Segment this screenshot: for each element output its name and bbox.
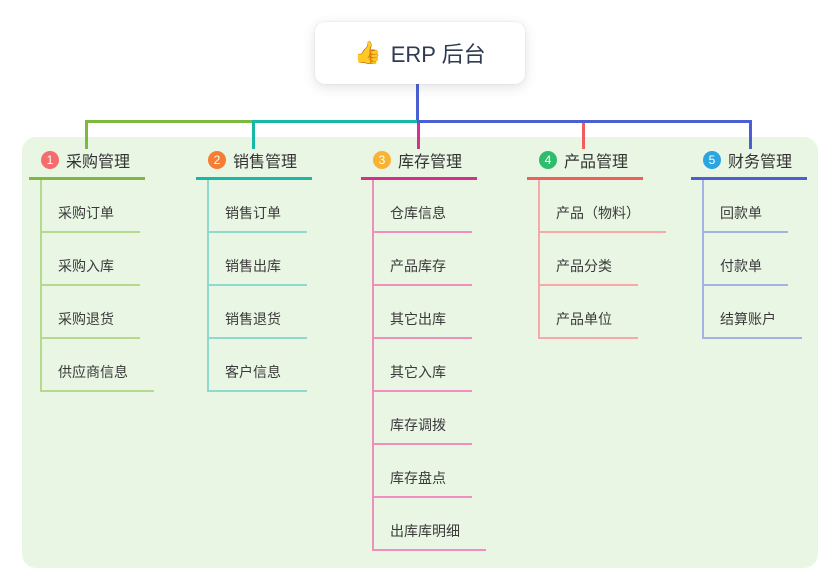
child-node[interactable]: 出库库明细 <box>374 498 486 551</box>
connector-drop-5 <box>749 120 752 149</box>
child-node[interactable]: 产品（物料） <box>540 180 666 233</box>
branch-children: 产品（物料）产品分类产品单位 <box>538 180 666 339</box>
branch-node-5[interactable]: 5 财务管理 <box>691 147 807 180</box>
branch-column-2: 2 销售管理销售订单销售出库销售退货客户信息 <box>196 147 326 392</box>
child-node[interactable]: 结算账户 <box>704 286 802 339</box>
thumbs-up-icon: 👍 <box>354 40 382 65</box>
child-node[interactable]: 产品单位 <box>540 286 638 339</box>
child-node[interactable]: 付款单 <box>704 233 788 286</box>
branch-children: 销售订单销售出库销售退货客户信息 <box>207 180 307 392</box>
connector-drop-2 <box>252 120 255 149</box>
child-node[interactable]: 采购入库 <box>42 233 140 286</box>
branch-children: 采购订单采购入库采购退货供应商信息 <box>40 180 154 392</box>
root-label: ERP 后台 <box>390 42 486 67</box>
child-node[interactable]: 采购退货 <box>42 286 140 339</box>
branch-children: 仓库信息产品库存其它出库其它入库库存调拨库存盘点出库库明细 <box>372 180 486 551</box>
branch-index-badge: 2 <box>208 151 226 169</box>
child-node[interactable]: 销售出库 <box>209 233 307 286</box>
branch-children: 回款单付款单结算账户 <box>702 180 802 339</box>
child-node[interactable]: 客户信息 <box>209 339 307 392</box>
child-node[interactable]: 产品库存 <box>374 233 472 286</box>
child-node[interactable]: 产品分类 <box>540 233 638 286</box>
connector-drop-1 <box>85 120 88 149</box>
connector-drop-3 <box>417 120 420 149</box>
connector-drop-4 <box>582 120 585 149</box>
child-node[interactable]: 供应商信息 <box>42 339 154 392</box>
branch-node-2[interactable]: 2 销售管理 <box>196 147 312 180</box>
branch-column-5: 5 财务管理回款单付款单结算账户 <box>691 147 821 339</box>
connector-bus-segment-2 <box>252 120 417 123</box>
child-node[interactable]: 回款单 <box>704 180 788 233</box>
branch-label-text: 采购管理 <box>66 154 131 171</box>
branch-label-text: 产品管理 <box>564 154 629 171</box>
branch-label-text: 库存管理 <box>398 154 463 171</box>
branch-column-4: 4 产品管理产品（物料）产品分类产品单位 <box>527 147 666 339</box>
child-node[interactable]: 采购订单 <box>42 180 140 233</box>
child-node[interactable]: 库存调拨 <box>374 392 472 445</box>
branch-index-badge: 5 <box>703 151 721 169</box>
child-node[interactable]: 其它出库 <box>374 286 472 339</box>
child-node[interactable]: 销售订单 <box>209 180 307 233</box>
child-node[interactable]: 其它入库 <box>374 339 472 392</box>
connector-bus-segment-1 <box>85 120 252 123</box>
root-node[interactable]: 👍 ERP 后台 <box>315 22 525 84</box>
branch-index-badge: 1 <box>41 151 59 169</box>
root-stem <box>416 84 419 123</box>
branch-node-3[interactable]: 3 库存管理 <box>361 147 477 180</box>
branch-label-text: 财务管理 <box>728 154 793 171</box>
child-node[interactable]: 销售退货 <box>209 286 307 339</box>
branch-column-3: 3 库存管理仓库信息产品库存其它出库其它入库库存调拨库存盘点出库库明细 <box>361 147 491 551</box>
branch-index-badge: 3 <box>373 151 391 169</box>
child-node[interactable]: 库存盘点 <box>374 445 472 498</box>
branch-index-badge: 4 <box>539 151 557 169</box>
branch-node-1[interactable]: 1 采购管理 <box>29 147 145 180</box>
branch-column-1: 1 采购管理采购订单采购入库采购退货供应商信息 <box>29 147 159 392</box>
connector-bus-segment-3 <box>417 120 752 123</box>
child-node[interactable]: 仓库信息 <box>374 180 472 233</box>
branch-label-text: 销售管理 <box>233 154 298 171</box>
branch-node-4[interactable]: 4 产品管理 <box>527 147 643 180</box>
